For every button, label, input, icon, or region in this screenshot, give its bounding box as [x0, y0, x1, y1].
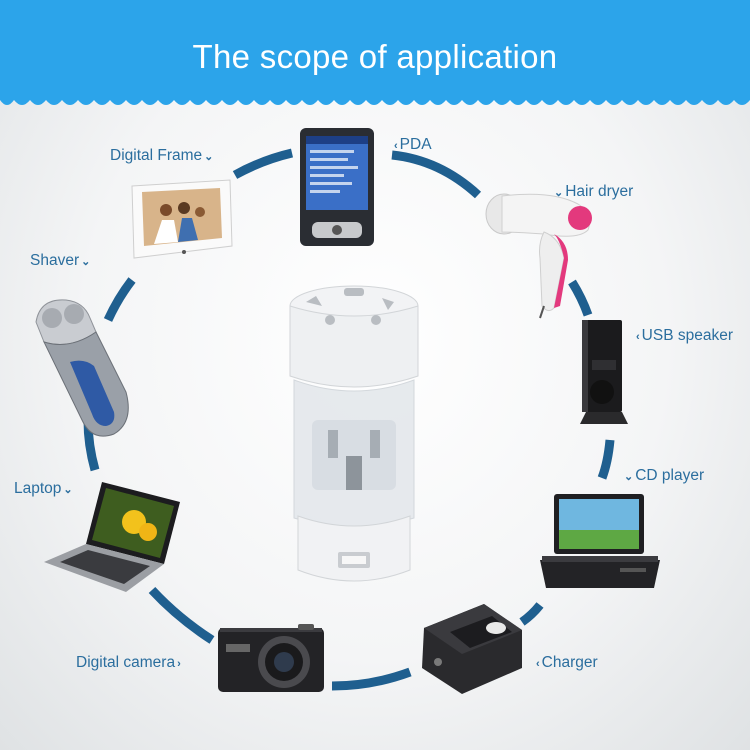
chevron-left-icon: ‹	[636, 331, 640, 343]
usb-speaker-image	[580, 320, 628, 424]
pda-image	[300, 128, 374, 246]
label-laptop: Laptop⌄	[14, 480, 73, 497]
ring-segment	[232, 148, 294, 179]
chevron-down-icon: ⌄	[63, 484, 73, 496]
charger-image	[422, 604, 522, 694]
chevron-down-icon: ⌄	[81, 256, 91, 268]
digital-camera-image	[218, 624, 324, 692]
label-hair-dryer: ⌄Hair dryer	[554, 183, 634, 200]
label-pda: ‹PDA	[394, 136, 432, 153]
ring-segment	[391, 150, 482, 199]
ring-segment	[568, 279, 593, 317]
digital-frame-image	[131, 179, 233, 259]
laptop-image	[44, 482, 180, 592]
label-cd-player: ⌄CD player	[624, 467, 705, 484]
chevron-down-icon: ⌄	[204, 151, 214, 163]
chevron-left-icon: ‹	[394, 140, 398, 152]
ring-segment	[103, 277, 136, 322]
banner-wave-edge	[0, 96, 750, 105]
label-usb-speaker: ‹USB speaker	[636, 327, 733, 344]
ring-segment	[597, 439, 615, 480]
label-digital-camera: Digital camera›	[76, 654, 181, 671]
hair-dryer-image	[485, 193, 592, 319]
label-charger: ‹Charger	[536, 654, 598, 671]
chevron-down-icon: ⌄	[554, 187, 564, 199]
chevron-down-icon: ⌄	[624, 471, 634, 483]
page-title: The scope of application	[192, 38, 558, 75]
header-banner	[0, 0, 750, 96]
ring-segment	[331, 667, 412, 691]
label-digital-frame: Digital Frame⌄	[110, 147, 214, 164]
ring-segment	[148, 586, 215, 644]
universal-adapter-image	[289, 285, 419, 582]
chevron-right-icon: ›	[177, 658, 181, 670]
label-shaver: Shaver⌄	[30, 252, 91, 269]
ring-segment	[519, 602, 544, 626]
shaver-image	[35, 299, 129, 437]
chevron-left-icon: ‹	[536, 658, 540, 670]
cd-player-image	[540, 494, 660, 588]
